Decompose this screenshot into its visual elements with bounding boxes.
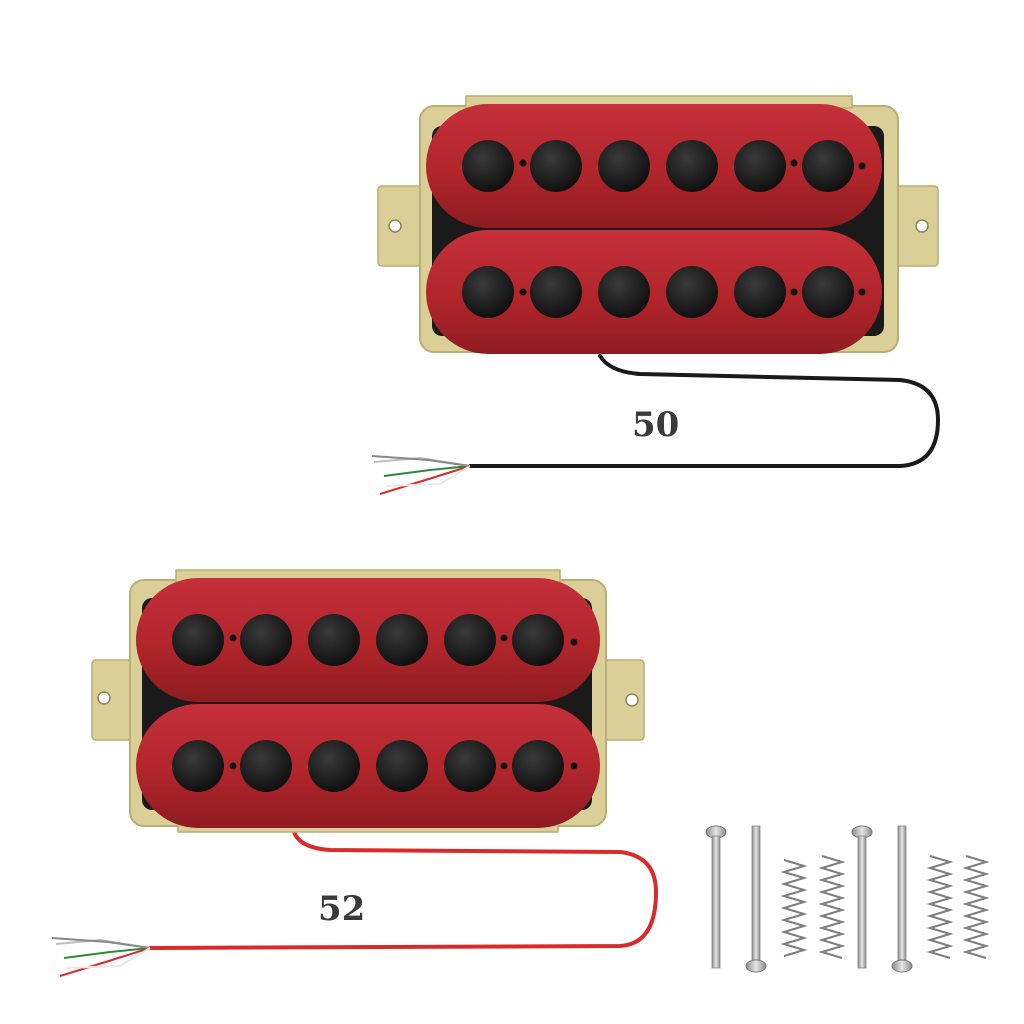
pickup-top-wire-ends	[371, 455, 471, 495]
pickup-bottom: 52	[51, 569, 659, 977]
pickup-bottom-wire-ends	[51, 937, 151, 977]
pickup-bottom-label: 52	[318, 889, 365, 929]
pickup-top-cable	[468, 354, 941, 468]
pickup-bottom-poles-lower	[172, 740, 578, 792]
screw	[891, 825, 913, 973]
pickup-top-poles-lower	[462, 266, 866, 318]
pickup-bottom-bobbin-upper	[136, 578, 600, 702]
pickup-bottom-ear-right	[599, 659, 645, 741]
pickup-top: 50	[371, 95, 941, 495]
pickup-top-bobbin-upper	[426, 104, 882, 228]
pickup-bottom-poles-upper	[172, 614, 578, 666]
accessories	[705, 825, 990, 973]
pickup-bottom-bobbin-lower	[136, 704, 600, 828]
screw	[745, 825, 767, 973]
spring	[926, 855, 954, 959]
spring	[780, 859, 808, 957]
pickup-top-label: 50	[632, 405, 679, 445]
spring	[818, 855, 846, 959]
pickup-top-poles-upper	[462, 140, 866, 192]
screw	[705, 825, 727, 969]
pickup-bottom-ear-left	[91, 659, 139, 741]
pickup-bottom-cable	[148, 830, 659, 950]
pickup-top-bobbin-lower	[426, 230, 882, 354]
screw	[851, 825, 873, 969]
spring	[962, 855, 990, 959]
